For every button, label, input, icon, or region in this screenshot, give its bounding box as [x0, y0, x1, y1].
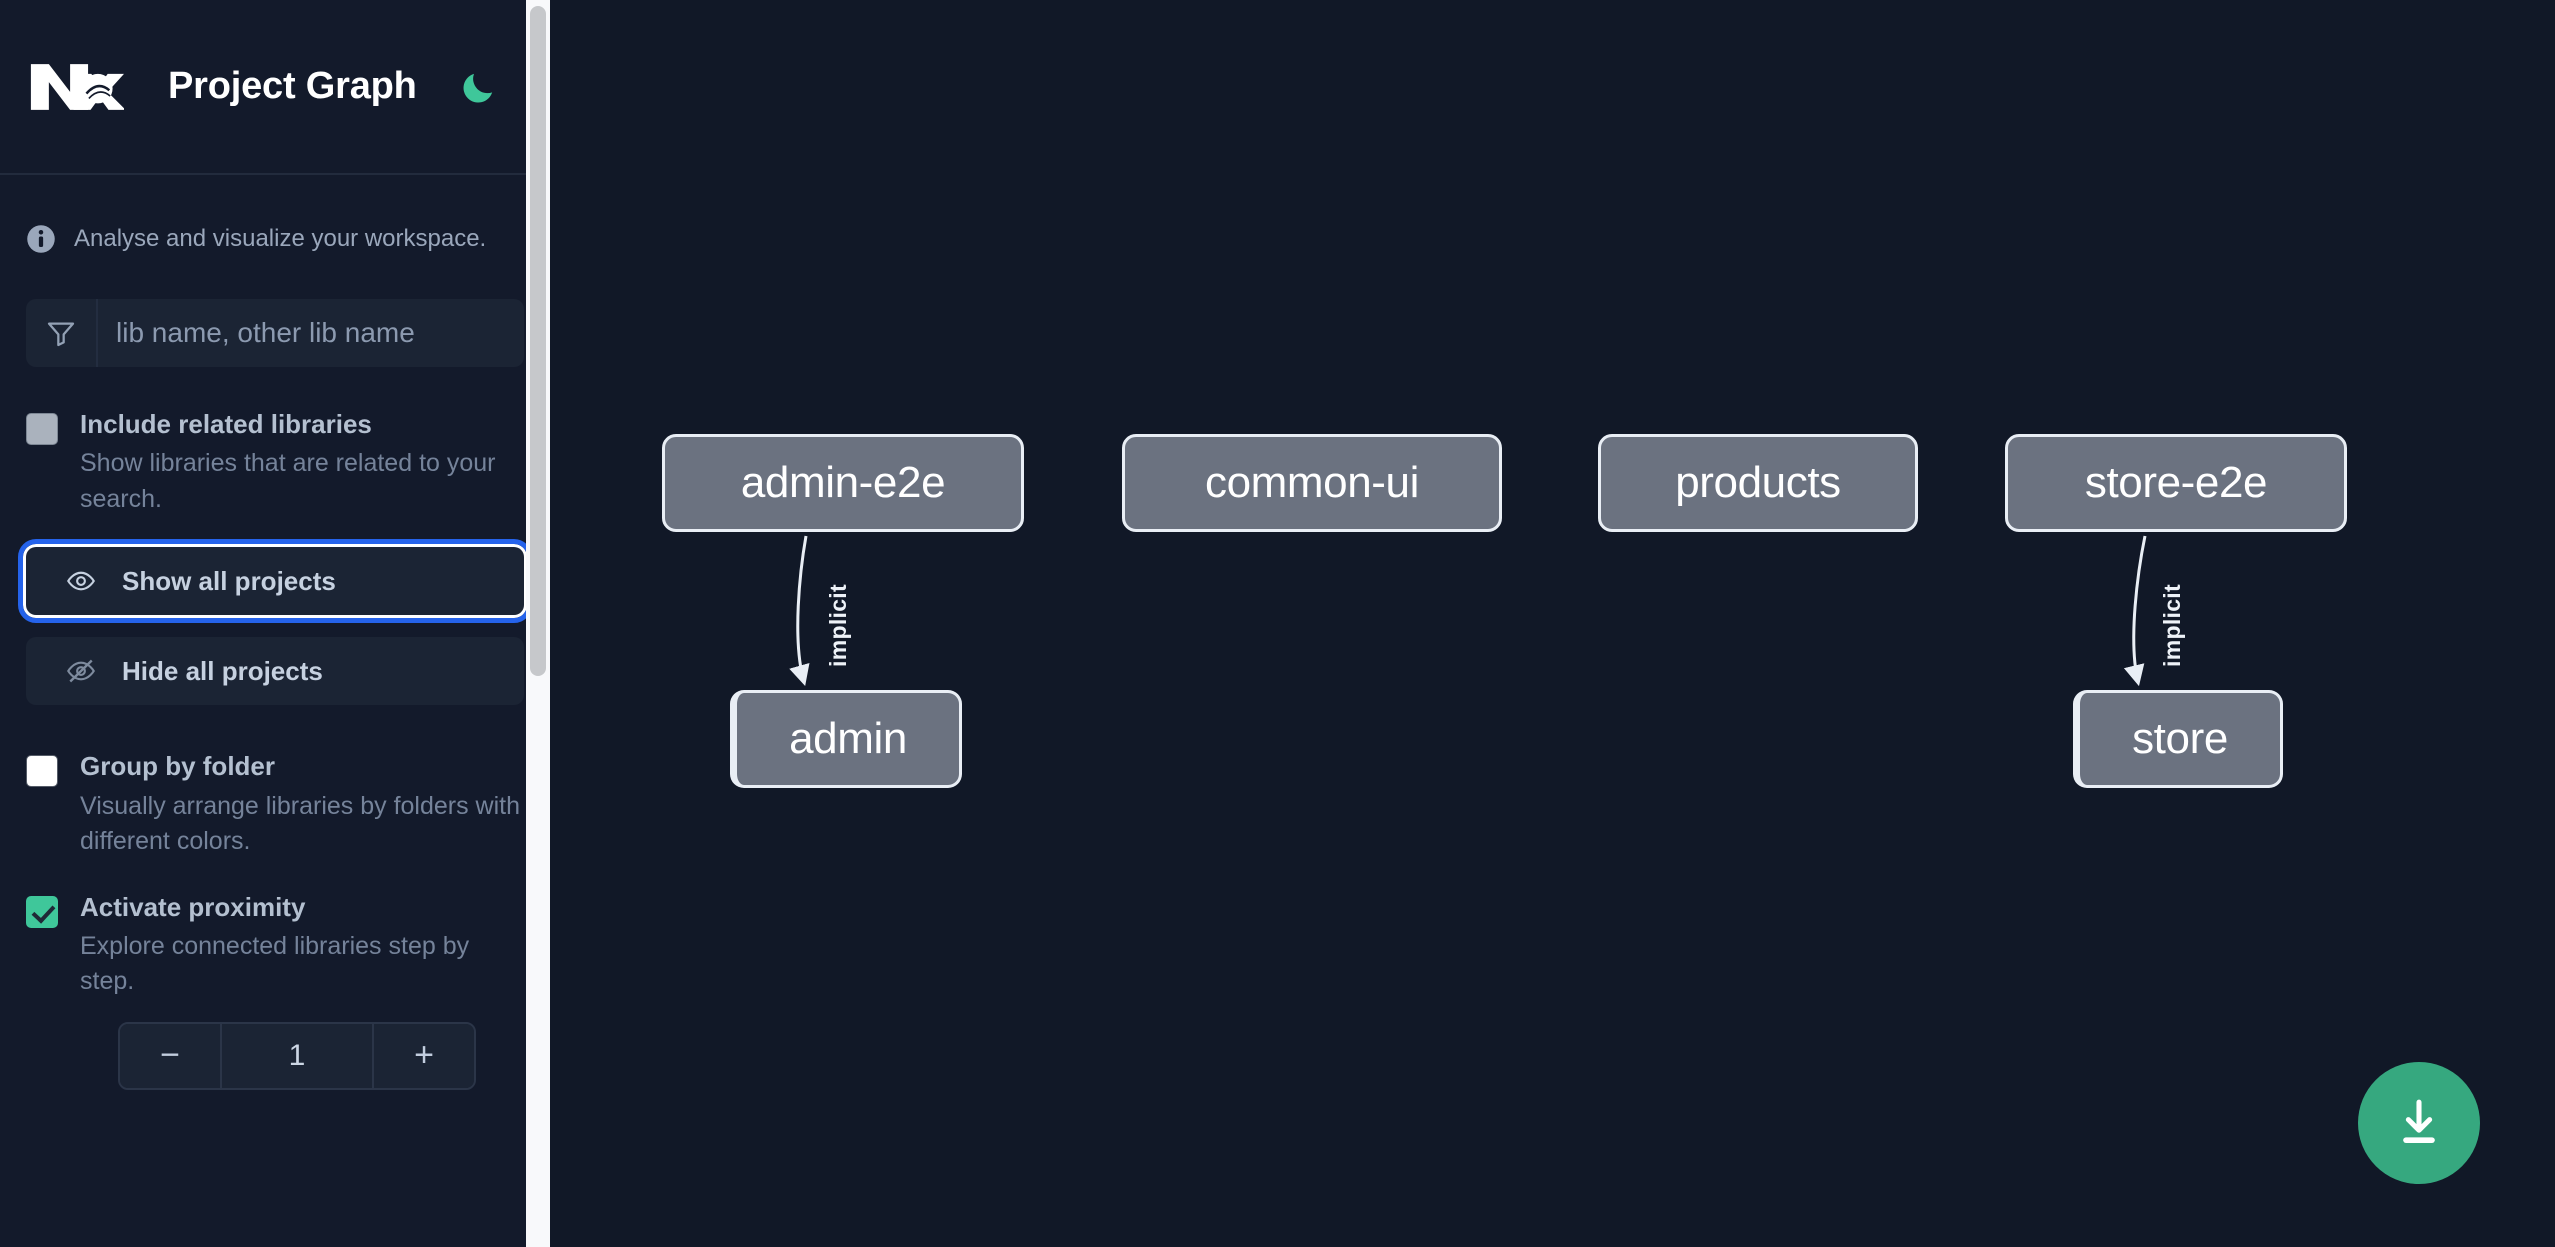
- eye-off-icon: [62, 652, 100, 690]
- workspace-blurb: Analyse and visualize your workspace.: [26, 175, 524, 299]
- graph-node-label: store-e2e: [2084, 458, 2268, 507]
- graph-node-label: admin: [789, 714, 907, 763]
- graph-node-label: admin-e2e: [740, 458, 946, 507]
- graph-node-label: products: [1675, 458, 1841, 507]
- graph-canvas[interactable]: admin-e2e common-ui products store-e2e admin…: [550, 0, 2555, 1247]
- hide-all-projects-button[interactable]: Hide all projects: [26, 637, 524, 706]
- filter-funnel-icon: [26, 299, 98, 368]
- download-icon: [2403, 1099, 2435, 1143]
- include-related-libraries-description: Show libraries that are related to your …: [80, 449, 496, 513]
- group-by-folder-description: Visually arrange libraries by folders wi…: [80, 791, 521, 856]
- graph-edge-label: implicit: [824, 584, 851, 667]
- graph-node-label: store: [2132, 714, 2228, 763]
- group-by-folder-label: Group by folder: [80, 751, 275, 782]
- activate-proximity-description: Explore connected libraries step by step…: [80, 931, 470, 996]
- include-related-libraries-checkbox[interactable]: [26, 413, 58, 446]
- activate-proximity-label: Activate proximity: [80, 891, 306, 922]
- search-input[interactable]: [98, 299, 524, 368]
- eye-icon: [62, 562, 100, 600]
- sidebar-header: Project Graph: [0, 0, 550, 175]
- graph-edge-store-e2e--store: [2123, 535, 2147, 687]
- graph-node-store-e2e[interactable]: store-e2e: [2005, 434, 2347, 532]
- info-circle-icon: [26, 224, 56, 254]
- visibility-buttons: Show all projects Hide all projects: [18, 539, 532, 706]
- workspace-blurb-text: Analyse and visualize your workspace.: [74, 225, 487, 252]
- group-by-folder-checkbox[interactable]: [26, 755, 58, 788]
- proximity-value: 1: [288, 1038, 306, 1072]
- option-include-related-libraries[interactable]: Include related libraries Show libraries…: [26, 407, 524, 517]
- proximity-decrement-button[interactable]: −: [120, 1023, 222, 1088]
- option-activate-proximity[interactable]: Activate proximity Explore connected lib…: [26, 890, 524, 1000]
- sidebar-scrollbar-thumb[interactable]: [530, 6, 546, 676]
- graph-node-products[interactable]: products: [1598, 434, 1918, 532]
- include-related-libraries-label: Include related libraries: [80, 409, 372, 440]
- nx-logo-icon: [26, 54, 126, 120]
- graph-node-store[interactable]: store: [2073, 690, 2283, 788]
- show-all-projects-button[interactable]: Show all projects: [18, 539, 532, 624]
- search-filter-box[interactable]: [26, 299, 524, 368]
- sidebar-body: Analyse and visualize your workspace. In…: [0, 175, 550, 1090]
- graph-node-admin-e2e[interactable]: admin-e2e: [662, 434, 1024, 532]
- moon-icon[interactable]: [455, 64, 501, 110]
- sidebar: Project Graph Analyse and visualize your…: [0, 0, 550, 1247]
- proximity-stepper[interactable]: − 1 +: [118, 1021, 476, 1090]
- graph-edge-label: implicit: [2158, 584, 2185, 667]
- graph-node-common-ui[interactable]: common-ui: [1122, 434, 1502, 532]
- sidebar-scrollbar[interactable]: [526, 0, 550, 1247]
- graph-edge-admin-e2e--admin: [789, 535, 810, 687]
- show-all-projects-label: Show all projects: [122, 565, 336, 596]
- graph-node-label: common-ui: [1204, 458, 1419, 507]
- proximity-increment-button[interactable]: +: [372, 1023, 474, 1088]
- graph-node-admin[interactable]: admin: [730, 690, 962, 788]
- option-group-by-folder[interactable]: Group by folder Visually arrange librari…: [26, 749, 524, 859]
- hide-all-projects-label: Hide all projects: [122, 655, 323, 686]
- download-image-button[interactable]: [2358, 1062, 2480, 1184]
- page-title: Project Graph: [168, 65, 417, 107]
- activate-proximity-checkbox[interactable]: [26, 895, 58, 928]
